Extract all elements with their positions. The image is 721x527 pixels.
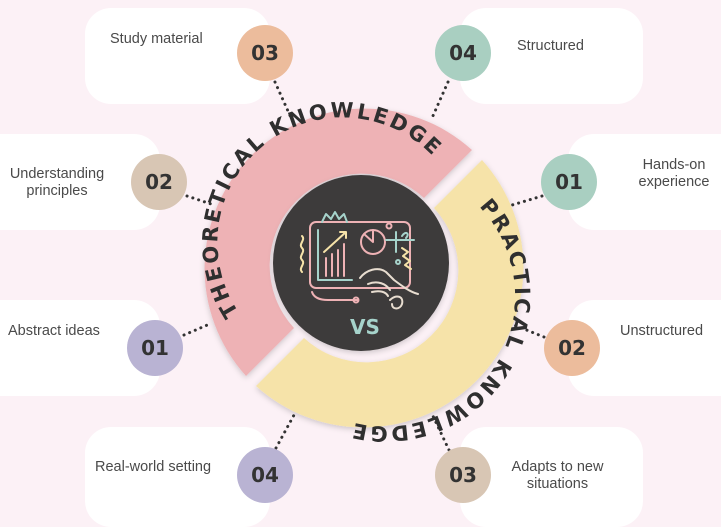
text-line: Adapts to new <box>511 459 604 475</box>
number-badge-practical-04: 04 <box>435 25 491 81</box>
item-text-abstract-ideas: Abstract ideas <box>8 323 100 339</box>
number-badge-theoretical-02: 02 <box>131 154 187 210</box>
number-badge-theoretical-04: 04 <box>237 447 293 503</box>
badge-number: 01 <box>141 336 169 360</box>
number-badge-practical-01: 01 <box>541 154 597 210</box>
theoretical-ring <box>204 108 472 377</box>
practical-ring <box>256 160 524 428</box>
number-badge-theoretical-01: 01 <box>127 320 183 376</box>
badge-number: 01 <box>555 170 583 194</box>
item-text-real-world-setting: Real-world setting <box>95 459 212 475</box>
center-circle <box>273 175 449 351</box>
item-text-unstructured: Unstructured <box>620 323 704 339</box>
analytics-hand-illustration-icon <box>299 211 419 310</box>
item-text-adapts-to-new-situations: Adapts to new situations <box>500 459 615 493</box>
badge-number: 03 <box>251 41 279 65</box>
vs-label: VS <box>350 315 380 339</box>
item-text-understanding-principles: Understanding principles <box>4 166 110 200</box>
badge-number: 03 <box>449 463 477 487</box>
badge-number: 02 <box>558 336 586 360</box>
badge-number: 04 <box>449 41 477 65</box>
text-line: Hands-on <box>642 157 706 173</box>
number-badge-theoretical-03: 03 <box>237 25 293 81</box>
badge-number: 04 <box>251 463 279 487</box>
item-text-structured: Structured <box>517 38 584 54</box>
text-line: principles <box>26 183 88 199</box>
text-line: situations <box>526 476 589 492</box>
dotted-connectors <box>182 80 546 452</box>
item-text-hands-on-experience: Hands-on experience <box>624 157 721 191</box>
badge-number: 02 <box>145 170 173 194</box>
text-line: experience <box>638 174 710 190</box>
text-line: Understanding <box>9 166 105 182</box>
number-badge-practical-03: 03 <box>435 447 491 503</box>
item-text-study-material: Study material <box>110 31 203 47</box>
number-badge-practical-02: 02 <box>544 320 600 376</box>
